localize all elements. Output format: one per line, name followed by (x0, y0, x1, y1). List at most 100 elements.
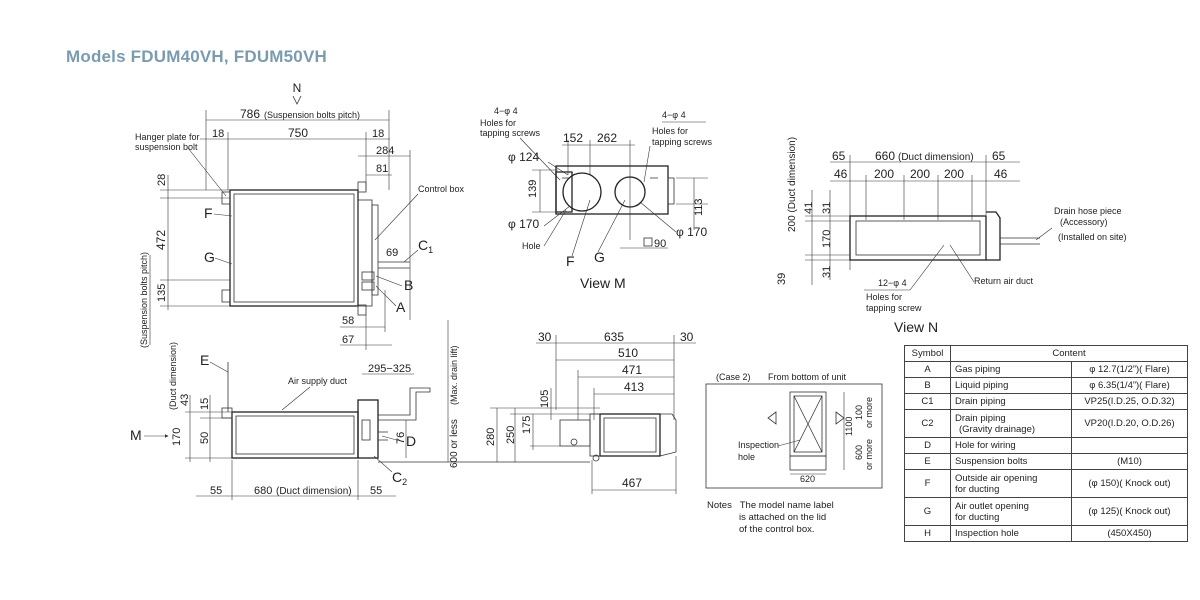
row-content: VP20(I.D.20, O.D.26) (1071, 409, 1188, 438)
vn-dim-41: 41 (803, 202, 815, 214)
label-c1-top: C1 (418, 237, 433, 255)
vn-dim-200-b: 200 (910, 167, 930, 181)
top-view: N 786 (Suspension bolts pitch) 18 750 18… (135, 81, 465, 350)
fv-body (231, 411, 359, 459)
vn-dim-65-left: 65 (832, 149, 846, 163)
case2-diagram: (Case 2) From bottom of unit Inspection … (705, 372, 883, 489)
vn-dim-46-right: 46 (994, 167, 1008, 181)
fv-dim-43: 43 (179, 394, 191, 406)
row-symbol: H (904, 525, 951, 542)
side-view: 30 635 30 510 471 413 105 175 250 280 (485, 330, 696, 494)
case2-dim-600: 600 (854, 445, 864, 460)
fv-label-d: D (406, 433, 416, 449)
vm-caption: View M (580, 275, 626, 291)
row-name: Drain piping (955, 412, 1006, 424)
vm-dim-113: 113 (693, 198, 705, 216)
vm-hole-label: Hole (522, 241, 541, 251)
fv-label-m: M (130, 427, 142, 443)
row-name-2: for ducting (955, 483, 1000, 495)
row-name: Drain piping (950, 393, 1072, 410)
table-row: E Suspension bolts (M10) (904, 453, 1188, 470)
sv-dim-471: 471 (622, 363, 642, 377)
dim-472-note: (Suspension bolts pitch) (139, 252, 149, 348)
fv-dim-55-left: 55 (210, 485, 222, 497)
case2-dim-100: 100 (854, 405, 864, 420)
sv-dim-467: 467 (622, 476, 642, 490)
sv-body (599, 413, 661, 457)
vn-body (849, 215, 987, 261)
sv-dim-175: 175 (521, 416, 533, 434)
page-title: Models FDUM40VH, FDUM50VH (66, 47, 327, 66)
row-name: Hole for wiring (950, 437, 1072, 454)
row-symbol: E (904, 453, 951, 470)
row-symbol: F (904, 469, 951, 498)
view-m: 4−φ 4 Holes for tapping screws 4−φ 4 Hol… (480, 106, 713, 291)
case2-inspection-2: hole (738, 452, 755, 462)
vm-holes-left-3: tapping screws (480, 128, 541, 138)
label-b-top: B (404, 277, 413, 293)
control-box-label: Control box (418, 184, 465, 194)
vn-drain-hose-1: Drain hose piece (1054, 206, 1122, 216)
fv-dim-15: 15 (199, 398, 211, 410)
case2-inspection-1: Inspection (738, 440, 779, 450)
sv-dim-30-right: 30 (680, 330, 694, 344)
fv-dim-680: 680 (254, 485, 272, 497)
fv-dim-50: 50 (199, 432, 211, 444)
notes-line1: The model name label (739, 500, 834, 511)
table-row: H Inspection hole (450X450) (904, 525, 1188, 542)
case2-dim-620: 620 (800, 474, 815, 484)
row-name: Liquid piping (950, 377, 1072, 394)
vn-drain-hose-3: (Installed on site) (1058, 232, 1127, 242)
row-name-cell: Drain piping(Gravity drainage) (950, 409, 1072, 438)
row-name: Gas piping (950, 361, 1072, 378)
dim-69: 69 (386, 247, 398, 259)
case2-dim-100-note: or more (864, 397, 874, 428)
row-name: Inspection hole (950, 525, 1072, 542)
sv-dim-510: 510 (618, 346, 638, 360)
vn-dim-46-left: 46 (834, 167, 848, 181)
vm-dim-phi170-left: φ 170 (508, 217, 539, 231)
row-name-2: for ducting (955, 511, 1000, 523)
fv-dim-295-325: 295−325 (368, 363, 411, 375)
dim-750: 750 (288, 126, 308, 140)
fv-dim-600: 600 or less (449, 419, 460, 468)
dim-135: 135 (156, 284, 168, 302)
vn-dim-170: 170 (821, 230, 833, 248)
table-row: C1 Drain piping VP25(I.D.25, O.D.32) (904, 393, 1188, 410)
fv-air-supply: Air supply duct (288, 376, 348, 386)
dim-786: 786 (240, 107, 260, 121)
fv-dim-680-note: (Duct dimension) (276, 486, 352, 497)
hanger-label-1: Hanger plate for (135, 132, 200, 142)
vn-caption: View N (894, 319, 938, 335)
vm-dim-262: 262 (597, 131, 617, 145)
row-symbol: C2 (904, 409, 951, 438)
table-row: D Hole for wiring (904, 437, 1188, 454)
vm-opening-g (562, 172, 602, 212)
vn-duct-note: 200 (Duct dimension) (787, 137, 798, 232)
vm-dim-phi124: φ 124 (508, 150, 539, 164)
notes: Notes The model name label is attached o… (707, 500, 834, 536)
case2-dim-600-note: or more (864, 439, 874, 470)
vn-dim-660-note: (Duct dimension) (898, 152, 974, 163)
notes-line2: is attached on the lid (739, 512, 827, 523)
label-g-top: G (204, 249, 215, 265)
case2-dim-1100: 1100 (844, 417, 854, 436)
fv-dim-55-right: 55 (370, 485, 382, 497)
row-content: (450X450) (1071, 525, 1188, 542)
vn-holes-1: 12−φ 4 (878, 278, 907, 288)
view-n: 200 (Duct dimension) 65 660 (Duct dimens… (776, 137, 1127, 335)
vm-holes-right-3: tapping screws (652, 137, 713, 147)
vm-dim-90: 90 (654, 238, 666, 250)
dim-81: 81 (376, 163, 388, 175)
row-content: φ 6.35(1/4”)( Flare) (1071, 377, 1188, 394)
row-content: (M10) (1071, 453, 1188, 470)
table-row: C2 Drain piping(Gravity drainage) VP20(I… (904, 409, 1188, 438)
row-symbol: A (904, 361, 951, 378)
row-content: (φ 150)( Knock out) (1071, 469, 1188, 498)
vn-dim-31-top: 31 (821, 202, 833, 214)
row-content: φ 12.7(1/2”)( Flare) (1071, 361, 1188, 378)
row-name: Outside air opening (955, 472, 1038, 484)
